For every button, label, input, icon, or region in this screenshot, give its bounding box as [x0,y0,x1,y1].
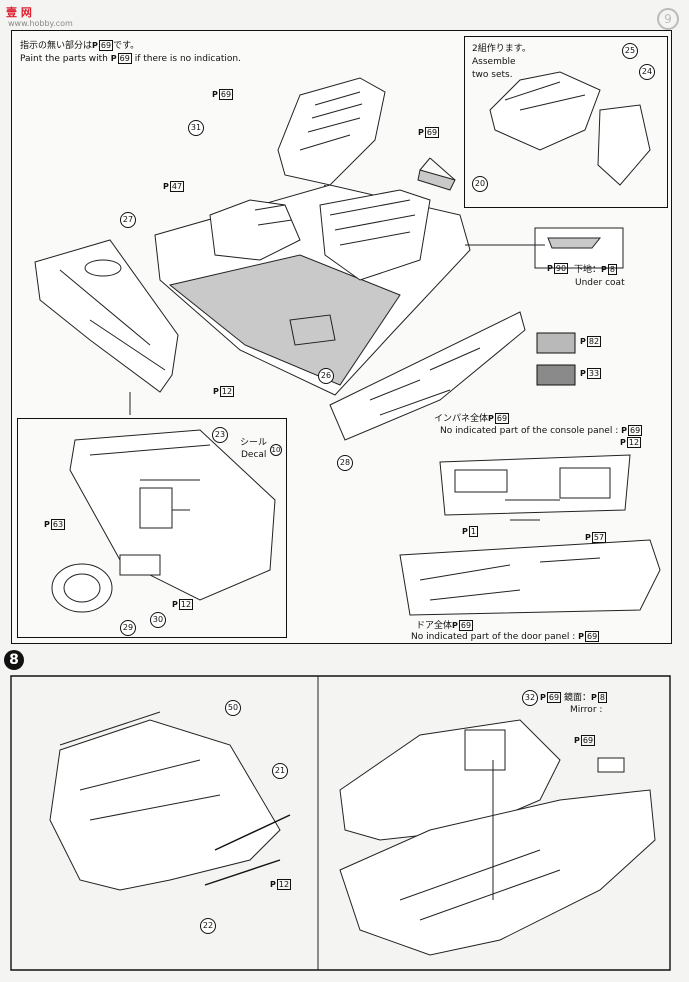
step-8-badge: 8 [4,650,24,670]
watermark-url: www.hobby.com [8,19,73,28]
assemble-ja: 2組作ります。 [472,44,531,54]
part-number-27: 27 [120,212,136,228]
watermark-logo: 壹 网 [6,6,32,19]
part-number-50: 50 [225,700,241,716]
part-number-24: 24 [639,64,655,80]
undercoat-en: Under coat [575,278,625,288]
decal-ja: シール [240,438,268,448]
part-number-29: 29 [120,620,136,636]
part-number-30: 30 [150,612,166,628]
assemble-en-1: Assemble [472,57,516,67]
part-number-23: 23 [212,427,228,443]
console-en: No indicated part of the console panel :… [440,425,643,436]
mirror-en: Mirror : [570,705,603,715]
assemble-en-2: two sets. [472,70,513,80]
part-number-22: 22 [200,918,216,934]
page-number: 9 [657,8,679,30]
part-number-21: 21 [272,763,288,779]
part-number-25: 25 [622,43,638,59]
decal-number: 10 [270,444,282,456]
part-number-26: 26 [318,368,334,384]
part-number-20: 20 [472,176,488,192]
part-number-32: 32 [522,690,538,706]
part-number-31: 31 [188,120,204,136]
part-number-28: 28 [337,455,353,471]
decal-en: Decal [241,450,267,460]
